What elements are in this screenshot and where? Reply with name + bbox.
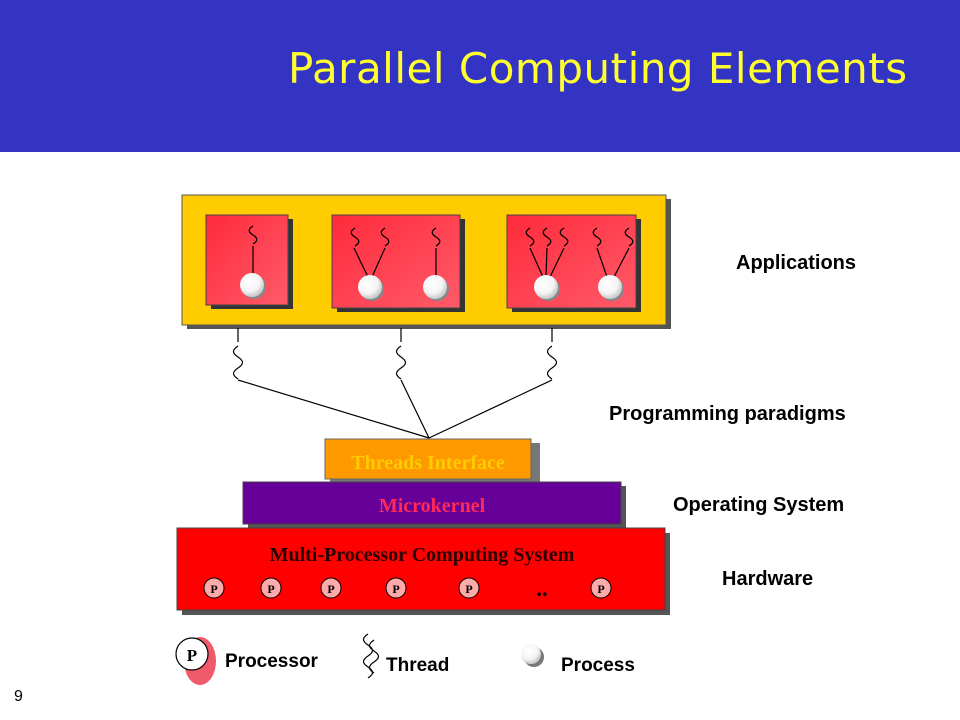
multiprocessor-label: Multi-Processor Computing System bbox=[270, 544, 575, 566]
process-icon bbox=[423, 275, 449, 301]
svg-text:P: P bbox=[465, 582, 472, 596]
layer-label-applications: Applications bbox=[736, 252, 857, 274]
paradigm-connections bbox=[232, 328, 558, 439]
processor-chip: P bbox=[260, 577, 282, 599]
process-icon bbox=[598, 275, 624, 301]
svg-text:P: P bbox=[327, 582, 334, 596]
processor-ellipsis: .. bbox=[537, 576, 548, 601]
application-box-2 bbox=[331, 214, 465, 312]
microkernel-box: Microkernel bbox=[242, 481, 626, 528]
svg-text:P: P bbox=[597, 582, 604, 596]
legend-process-label: Process bbox=[561, 655, 635, 676]
legend-processor-icon: P bbox=[175, 637, 216, 685]
multiprocessor-box: Multi-Processor Computing System P P P P… bbox=[176, 527, 670, 615]
process-icon bbox=[534, 275, 560, 301]
slide-title: Parallel Computing Elements bbox=[288, 44, 908, 93]
svg-text:P: P bbox=[210, 582, 217, 596]
microkernel-label: Microkernel bbox=[379, 495, 486, 517]
processor-chip: P bbox=[590, 577, 612, 599]
legend-process-icon bbox=[521, 644, 544, 667]
application-box-3 bbox=[506, 214, 641, 312]
process-icon bbox=[240, 273, 266, 299]
legend-processor-label: Processor bbox=[225, 651, 318, 672]
svg-text:P: P bbox=[187, 646, 197, 665]
svg-text:P: P bbox=[267, 582, 274, 596]
processor-chip: P bbox=[320, 577, 342, 599]
page-number: 9 bbox=[14, 688, 23, 705]
legend-thread-icon bbox=[362, 633, 380, 679]
legend-thread-label: Thread bbox=[386, 655, 450, 676]
process-icon bbox=[358, 275, 384, 301]
application-box-1 bbox=[205, 214, 293, 309]
svg-text:P: P bbox=[392, 582, 399, 596]
processor-chip: P bbox=[385, 577, 407, 599]
processor-chip: P bbox=[203, 577, 225, 599]
layer-label-hardware: Hardware bbox=[722, 568, 814, 590]
title-bar: Parallel Computing Elements bbox=[0, 0, 960, 152]
layer-label-os: Operating System bbox=[673, 494, 845, 516]
layer-label-programming: Programming paradigms bbox=[609, 403, 846, 425]
threads-interface-label: Threads Interface bbox=[351, 452, 505, 474]
threads-interface-box: Threads Interface bbox=[324, 438, 540, 483]
processor-chip: P bbox=[458, 577, 480, 599]
